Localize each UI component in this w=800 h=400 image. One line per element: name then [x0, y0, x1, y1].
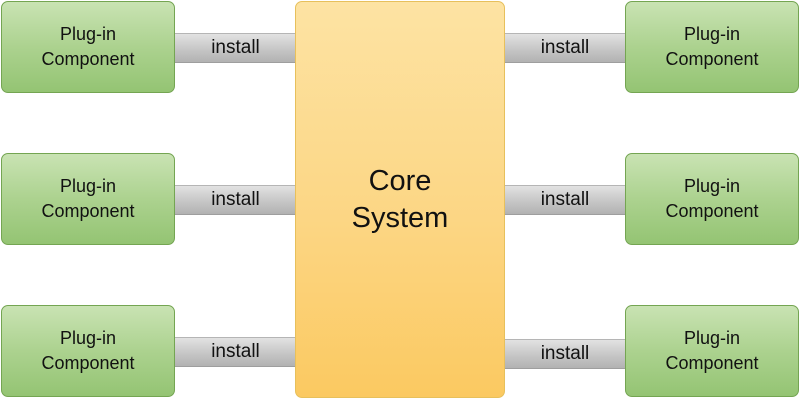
install-connector-left-bottom: install — [175, 337, 296, 367]
plugin-component-left-bottom: Plug-in Component — [1, 305, 175, 397]
install-label: install — [211, 189, 260, 210]
plugin-component-right-top: Plug-in Component — [625, 1, 799, 93]
plugin-label-line1: Plug-in — [683, 176, 741, 196]
install-connector-left-middle: install — [175, 185, 296, 215]
install-connector-right-bottom: install — [504, 339, 626, 369]
plugin-label: Plug-in Component — [665, 326, 758, 376]
plugin-label: Plug-in Component — [41, 22, 134, 72]
plugin-label: Plug-in Component — [41, 174, 134, 224]
plugin-label-line1: Plug-in — [59, 176, 117, 196]
core-system-label: Core System — [352, 163, 449, 237]
plugin-label: Plug-in Component — [665, 174, 758, 224]
install-label: install — [540, 343, 590, 364]
plugin-label-line2: Component — [665, 201, 759, 221]
plugin-label-line1: Plug-in — [59, 24, 117, 44]
core-label-line1: Core — [368, 164, 432, 197]
install-label: install — [540, 189, 590, 210]
plugin-label-line1: Plug-in — [683, 24, 741, 44]
core-label-line2: System — [351, 201, 449, 234]
plugin-label: Plug-in Component — [665, 22, 758, 72]
plugin-label-line2: Component — [41, 201, 135, 221]
install-label: install — [540, 37, 590, 58]
install-connector-right-middle: install — [504, 185, 626, 215]
plugin-label-line2: Component — [41, 49, 135, 69]
install-connector-right-top: install — [504, 33, 626, 63]
plugin-label-line1: Plug-in — [683, 328, 741, 348]
install-connector-left-top: install — [175, 33, 296, 63]
plugin-component-left-top: Plug-in Component — [1, 1, 175, 93]
core-system-box: Core System — [295, 1, 505, 398]
install-label: install — [211, 37, 260, 58]
plugin-component-right-bottom: Plug-in Component — [625, 305, 799, 397]
plugin-label: Plug-in Component — [41, 326, 134, 376]
plugin-component-right-middle: Plug-in Component — [625, 153, 799, 245]
plugin-label-line2: Component — [41, 353, 135, 373]
plugin-component-left-middle: Plug-in Component — [1, 153, 175, 245]
install-label: install — [211, 341, 260, 362]
plugin-label-line2: Component — [665, 49, 759, 69]
plugin-label-line2: Component — [665, 353, 759, 373]
plugin-label-line1: Plug-in — [59, 328, 117, 348]
